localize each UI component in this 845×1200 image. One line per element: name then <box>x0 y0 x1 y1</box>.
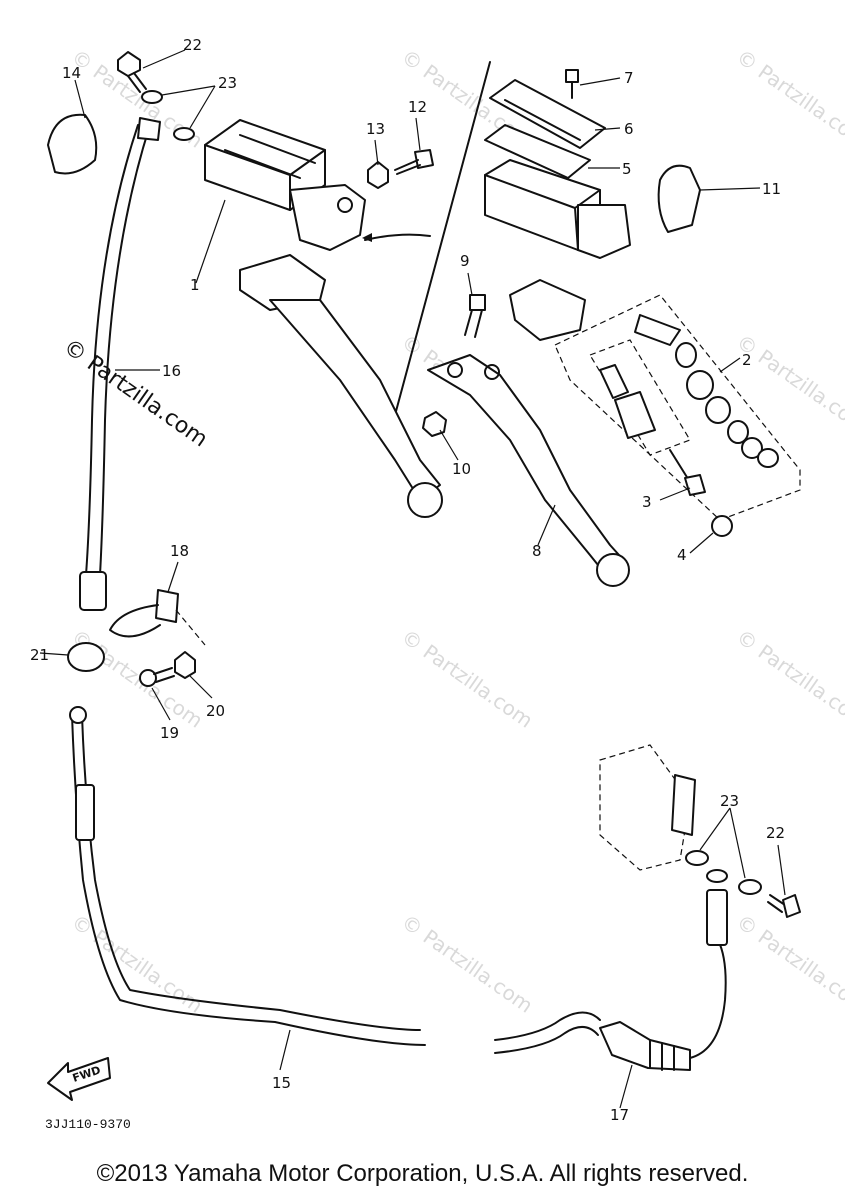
reservoir-cap-6 <box>489 79 606 149</box>
callout-19: 19 <box>160 724 179 742</box>
master-cylinder-right <box>484 159 631 341</box>
watermark: © Partzilla.com <box>397 909 537 1017</box>
callout-15: 15 <box>272 1074 291 1092</box>
push-rod-3 <box>669 449 706 496</box>
watermark: © Partzilla.com <box>732 624 845 732</box>
bolt-9 <box>464 294 486 338</box>
clamp-18 <box>109 589 206 646</box>
separator-line <box>394 61 491 416</box>
callout-14: 14 <box>62 64 81 82</box>
copyright-notice: ©2013 Yamaha Motor Corporation, U.S.A. A… <box>96 1160 749 1187</box>
callout-23-bottom: 23 <box>720 792 739 810</box>
leader-lines <box>39 49 786 1109</box>
watermark: © Partzilla.com <box>732 44 845 152</box>
callout-22-bottom: 22 <box>766 824 785 842</box>
brake-hose-15 <box>69 706 601 1054</box>
callout-8: 8 <box>532 542 542 560</box>
nut-10 <box>422 411 447 437</box>
callout-4: 4 <box>677 546 687 564</box>
brake-caliper <box>599 744 696 871</box>
callout-21: 21 <box>30 646 49 664</box>
bolt-7 <box>565 69 579 99</box>
callout-9: 9 <box>460 252 470 270</box>
watermark: © Partzilla.com <box>67 909 207 1017</box>
callout-10: 10 <box>452 460 471 478</box>
cover-11 <box>657 164 701 233</box>
bolt-12 <box>394 149 434 175</box>
diaphragm-5 <box>484 124 591 179</box>
callout-12: 12 <box>408 98 427 116</box>
watermark: © Partzilla.com <box>732 329 845 437</box>
callout-11: 11 <box>762 180 781 198</box>
nut-20 <box>174 651 196 679</box>
piston-kit-2 <box>554 294 801 521</box>
master-cylinder-left <box>204 119 443 518</box>
bolt-19 <box>139 667 175 687</box>
watermark: © Partzilla.com <box>397 624 537 732</box>
grommet-21 <box>67 642 105 672</box>
callout-6: 6 <box>624 120 634 138</box>
callout-2: 2 <box>742 351 752 369</box>
callout-20: 20 <box>206 702 225 720</box>
callout-22-top: 22 <box>183 36 202 54</box>
union-bolt-17 <box>599 939 727 1071</box>
callout-18: 18 <box>170 542 189 560</box>
watermark: © Partzilla.com <box>67 624 207 732</box>
diagram-code: 3JJ110-9370 <box>45 1117 131 1132</box>
callout-23-top: 23 <box>218 74 237 92</box>
callout-3: 3 <box>642 493 652 511</box>
callout-17: 17 <box>610 1106 629 1124</box>
washer-23-d <box>738 879 762 895</box>
watermark: © Partzilla.com <box>732 909 845 1017</box>
brake-hose-16 <box>79 117 161 611</box>
callout-labels: 1 2 3 4 5 6 7 8 9 10 11 12 13 14 15 16 1… <box>30 36 785 1124</box>
washer-23-b <box>173 127 195 141</box>
fwd-arrow-icon: FWD <box>47 1057 111 1101</box>
washer-23-c <box>685 850 709 866</box>
callout-1: 1 <box>190 276 200 294</box>
watermark-dark: © Partzilla.com <box>59 334 212 452</box>
callout-13: 13 <box>366 120 385 138</box>
washer-23-a <box>141 90 163 104</box>
banjo-bolt-22-bottom <box>767 894 801 918</box>
boot-14 <box>47 113 98 175</box>
banjo-fitting-lower <box>706 869 728 946</box>
callout-16: 16 <box>162 362 181 380</box>
callout-5: 5 <box>622 160 632 178</box>
lever-8 <box>427 354 630 587</box>
nut-13 <box>367 161 389 189</box>
boot-4 <box>711 515 733 537</box>
banjo-bolt-22-top <box>117 51 147 93</box>
callout-7: 7 <box>624 69 634 87</box>
